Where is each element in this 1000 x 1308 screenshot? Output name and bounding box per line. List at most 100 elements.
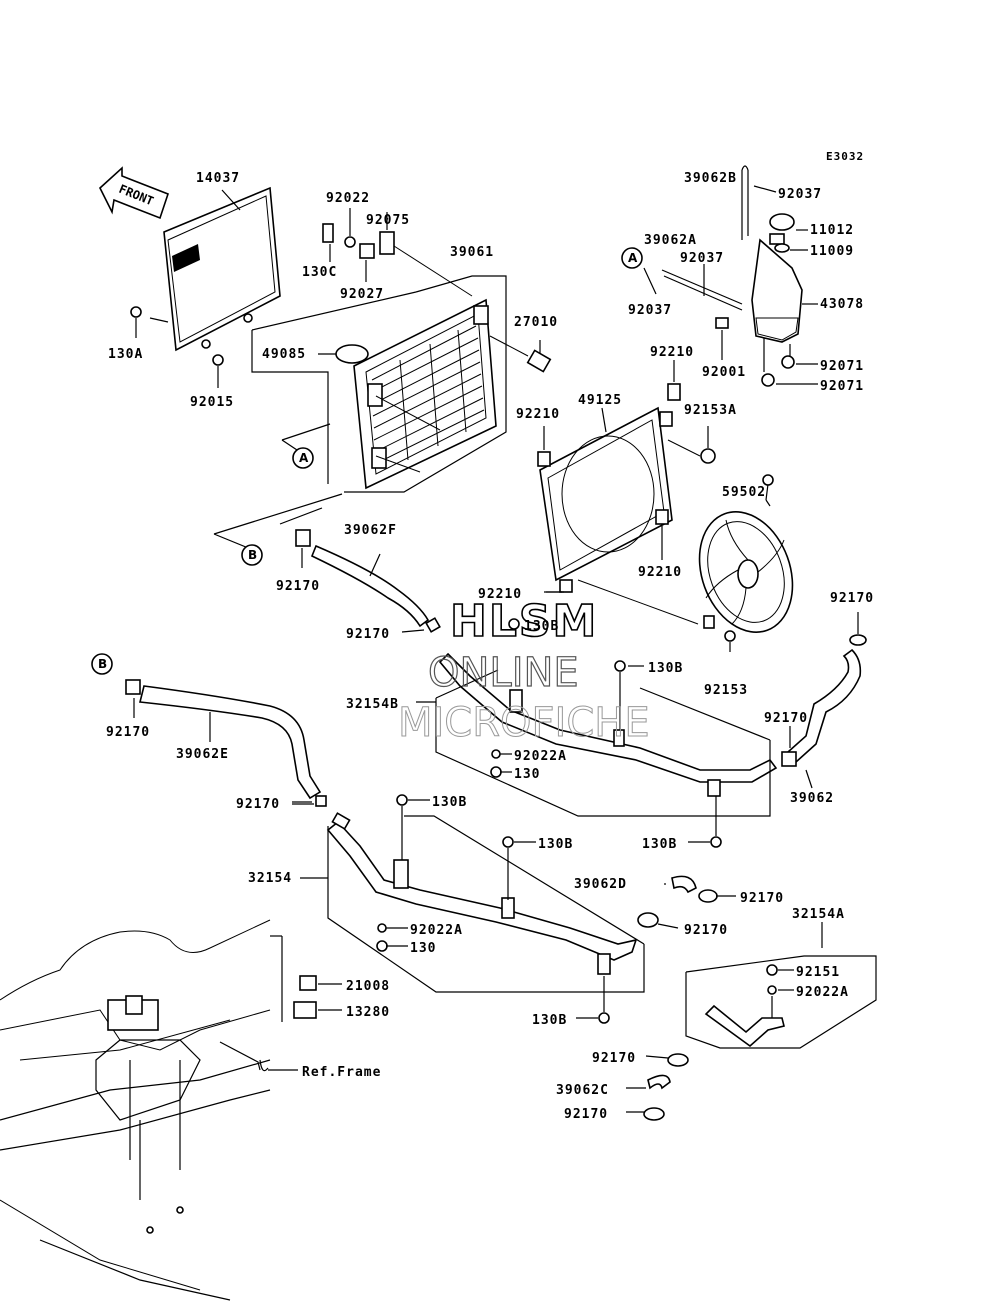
label-21008[interactable]: 21008 xyxy=(346,979,390,994)
bolt-stack xyxy=(322,208,473,297)
label-92210-b[interactable]: 92210 xyxy=(516,407,560,422)
label-14037[interactable]: 14037 xyxy=(196,171,240,186)
label-39062e[interactable]: 39062E xyxy=(176,747,229,762)
vehicle-frame xyxy=(0,919,271,1301)
radiator-core-fins xyxy=(371,325,485,465)
label-92170-a[interactable]: 92170 xyxy=(276,579,320,594)
label-130b-e[interactable]: 130B xyxy=(538,837,573,852)
label-92027[interactable]: 92027 xyxy=(340,287,384,302)
hose-39062e[interactable] xyxy=(139,685,322,800)
label-92170-b[interactable]: 92170 xyxy=(346,627,390,642)
label-130a[interactable]: 130A xyxy=(108,347,143,362)
label-39062d[interactable]: 39062D xyxy=(574,877,627,892)
label-39062b[interactable]: 39062B xyxy=(684,171,737,186)
ref-frame-label[interactable]: Ref.Frame xyxy=(302,1065,381,1080)
label-32154b[interactable]: 32154B xyxy=(346,697,399,712)
label-92075[interactable]: 92075 xyxy=(366,213,410,228)
label-49085[interactable]: 49085 xyxy=(262,347,306,362)
label-130b-a[interactable]: 130B xyxy=(524,619,559,634)
nut-92015-icon xyxy=(212,354,224,366)
label-13280[interactable]: 13280 xyxy=(346,1005,390,1020)
label-92151[interactable]: 92151 xyxy=(796,965,840,980)
label-92153a[interactable]: 92153A xyxy=(684,403,737,418)
cooling-fan[interactable] xyxy=(683,474,808,645)
label-92022-top[interactable]: 92022 xyxy=(326,191,370,206)
hose-39062f[interactable] xyxy=(310,544,430,628)
label-130b-f[interactable]: 130B xyxy=(532,1013,567,1028)
label-130b-b[interactable]: 130B xyxy=(648,661,683,676)
label-92170-g[interactable]: 92170 xyxy=(740,891,784,906)
label-92170-e[interactable]: 92170 xyxy=(764,711,808,726)
fan-shroud[interactable] xyxy=(537,383,681,593)
svg-text:A: A xyxy=(628,251,638,265)
label-92153[interactable]: 92153 xyxy=(704,683,748,698)
label-92170-h[interactable]: 92170 xyxy=(684,923,728,938)
reservoir-cap-icon xyxy=(769,213,795,231)
label-39062c[interactable]: 39062C xyxy=(556,1083,609,1098)
label-92022a-a[interactable]: 92022A xyxy=(514,749,567,764)
callout-a-left: A xyxy=(292,447,314,469)
bolt-130a-icon xyxy=(130,306,142,318)
label-49125[interactable]: 49125 xyxy=(578,393,622,408)
radiator-screen[interactable] xyxy=(163,186,281,352)
label-39062[interactable]: 39062 xyxy=(790,791,834,806)
breather-hose-39062a xyxy=(661,269,743,311)
label-92170-f[interactable]: 92170 xyxy=(236,797,280,812)
cap-gasket-icon xyxy=(774,243,790,253)
bracket-21008-icon xyxy=(299,975,317,991)
svg-text:B: B xyxy=(98,657,107,671)
pipe-32154a[interactable] xyxy=(704,1004,785,1048)
label-39062a[interactable]: 39062A xyxy=(644,233,697,248)
svg-text:B: B xyxy=(248,548,257,562)
svg-text:A: A xyxy=(299,451,309,465)
label-32154[interactable]: 32154 xyxy=(248,871,292,886)
thermo-switch-icon xyxy=(489,335,552,373)
label-92037-c[interactable]: 92037 xyxy=(628,303,672,318)
callout-b-lower: B xyxy=(91,653,113,675)
label-130-b[interactable]: 130 xyxy=(410,941,436,956)
label-92071-b[interactable]: 92071 xyxy=(820,379,864,394)
diagram-code: E3032 xyxy=(826,150,864,163)
radiator[interactable] xyxy=(353,298,497,490)
label-92022a-c[interactable]: 92022A xyxy=(796,985,849,1000)
watermark-line2: ONLINE xyxy=(428,650,579,696)
radiator-cap-icon xyxy=(335,344,369,364)
reservoir-tank[interactable] xyxy=(741,165,803,343)
label-92015[interactable]: 92015 xyxy=(190,395,234,410)
label-130b-d[interactable]: 130B xyxy=(642,837,677,852)
label-59502[interactable]: 59502 xyxy=(722,485,766,500)
label-92170-j[interactable]: 92170 xyxy=(564,1107,608,1122)
label-92170-i[interactable]: 92170 xyxy=(592,1051,636,1066)
label-32154a[interactable]: 32154A xyxy=(792,907,845,922)
label-92037-b[interactable]: 92037 xyxy=(680,251,724,266)
label-92170-d[interactable]: 92170 xyxy=(106,725,150,740)
label-11009[interactable]: 11009 xyxy=(810,244,854,259)
label-39062f[interactable]: 39062F xyxy=(344,523,397,538)
label-92071-a[interactable]: 92071 xyxy=(820,359,864,374)
label-92210-c[interactable]: 92210 xyxy=(638,565,682,580)
watermark: HLSM ONLINE MICROFICHE xyxy=(398,595,651,746)
label-27010[interactable]: 27010 xyxy=(514,315,558,330)
label-92037-a[interactable]: 92037 xyxy=(778,187,822,202)
label-43078[interactable]: 43078 xyxy=(820,297,864,312)
label-39061[interactable]: 39061 xyxy=(450,245,494,260)
hose-39062d[interactable] xyxy=(671,875,697,894)
label-92210-a[interactable]: 92210 xyxy=(650,345,694,360)
pipe-32154b[interactable] xyxy=(438,652,778,797)
label-92022a-b[interactable]: 92022A xyxy=(410,923,463,938)
label-92001[interactable]: 92001 xyxy=(702,365,746,380)
label-11012[interactable]: 11012 xyxy=(810,223,854,238)
hose-39062c[interactable] xyxy=(647,1074,671,1090)
callout-a-right: A xyxy=(621,247,643,269)
label-92210-d[interactable]: 92210 xyxy=(478,587,522,602)
watermark-line3: MICROFICHE xyxy=(398,700,650,746)
hose-39062[interactable] xyxy=(786,648,862,764)
watermark-line1: HLSM xyxy=(450,596,598,647)
label-130c[interactable]: 130C xyxy=(302,265,337,280)
label-130-a[interactable]: 130 xyxy=(514,767,540,782)
label-130b-c[interactable]: 130B xyxy=(432,795,467,810)
front-arrow-icon: FRONT xyxy=(99,166,169,220)
label-92170-c[interactable]: 92170 xyxy=(830,591,874,606)
